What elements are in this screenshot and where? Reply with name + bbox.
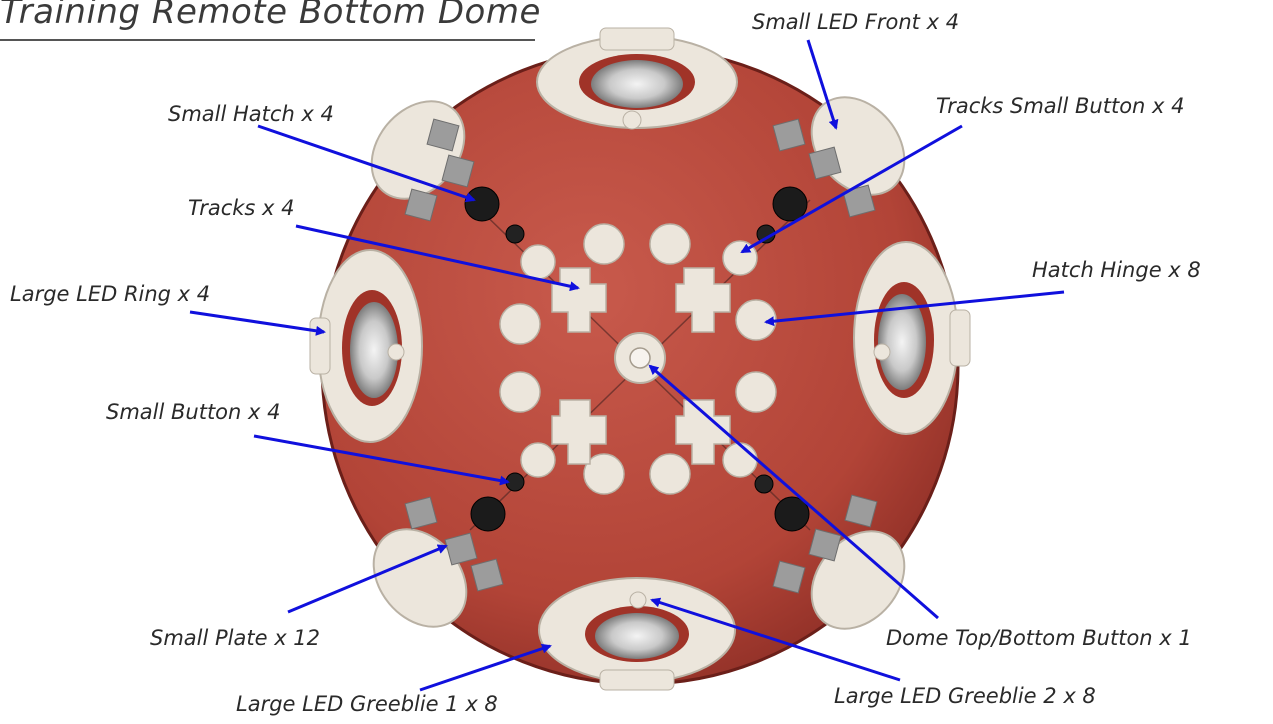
large-led-ring-left: [309, 249, 423, 443]
large-led-ring-top: [536, 27, 738, 130]
arrow-large-led-greeblie-2: [650, 597, 901, 682]
arrow-small-plate: [287, 544, 448, 614]
label-large-led-ring: Large LED Ring x 4: [10, 282, 211, 306]
arrow-small-led-front: [806, 39, 839, 130]
dome-top-bottom-button: [614, 332, 666, 384]
label-small-hatch: Small Hatch x 4: [168, 102, 334, 126]
label-large-led-greeblie-1: Large LED Greeblie 1 x 8: [236, 692, 498, 716]
label-large-led-greeblie-2: Large LED Greeblie 2 x 8: [834, 684, 1096, 708]
arrow-large-led-ring: [189, 310, 326, 336]
label-dome-button: Dome Top/Bottom Button x 1: [886, 626, 1192, 650]
hatch-hinge-pads: [499, 223, 777, 495]
small-plates: [404, 118, 878, 594]
label-hatch-hinge: Hatch Hinge x 8: [1032, 258, 1201, 282]
label-tracks-small-button: Tracks Small Button x 4: [936, 94, 1185, 118]
title-underline: [0, 39, 535, 41]
small-buttons: [505, 224, 776, 494]
arrow-small-hatch: [257, 124, 476, 203]
label-small-led-front: Small LED Front x 4: [752, 10, 960, 34]
arrow-large-led-greeblie-1: [419, 643, 552, 692]
arrow-tracks: [295, 224, 580, 292]
arrow-tracks-small-button: [740, 124, 963, 254]
tracks: [551, 267, 731, 465]
arrow-dome-button: [648, 364, 939, 620]
arrow-hatch-hinge: [764, 290, 1065, 327]
large-led-ring-bottom: [538, 577, 736, 691]
label-small-plate: Small Plate x 12: [150, 626, 321, 650]
arrow-small-button: [253, 434, 510, 486]
label-tracks: Tracks x 4: [188, 196, 295, 220]
callout-arrows: [189, 39, 1065, 692]
label-small-button: Small Button x 4: [106, 400, 281, 424]
large-led-ring-right: [853, 241, 971, 435]
page-title: Training Remote Bottom Dome: [0, 0, 541, 32]
